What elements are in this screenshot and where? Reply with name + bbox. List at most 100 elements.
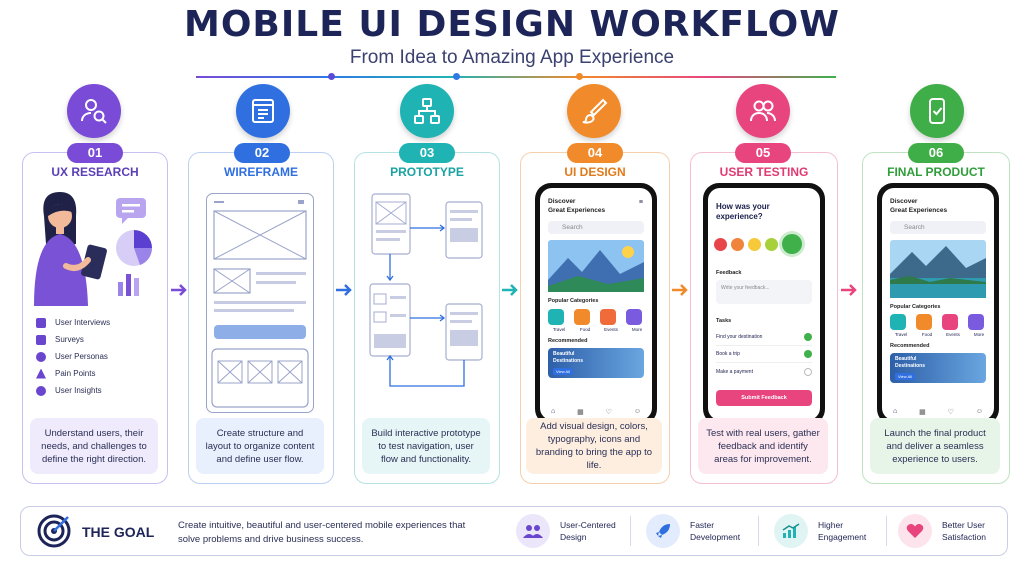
separator	[758, 516, 759, 546]
flowchart-icon	[400, 84, 454, 138]
arrow-right-icon	[841, 284, 857, 296]
food-icon[interactable]	[916, 314, 932, 330]
list-item: Pain Points	[36, 365, 110, 382]
lightbulb-icon	[36, 385, 46, 396]
search-input[interactable]: Search	[548, 221, 644, 234]
step-description: Build interactive prototype to test navi…	[362, 418, 490, 474]
grid-icon[interactable]: ▦	[919, 409, 926, 416]
arrow-right-icon	[336, 284, 352, 296]
sad-face-icon[interactable]	[731, 237, 744, 251]
separator	[886, 516, 887, 546]
final-product-phone: Discover Great Experiences Search Popula…	[877, 183, 999, 425]
wireframe-sketch	[211, 200, 309, 408]
ux-research-list: User Interviews Surveys User Personas Pa…	[36, 314, 110, 399]
unchecked-icon[interactable]	[804, 367, 812, 376]
divider-dot	[453, 73, 460, 80]
step-description: Understand users, their needs, and chall…	[30, 418, 158, 474]
arrow-right-icon	[672, 284, 688, 296]
happy-face-icon[interactable]	[782, 234, 802, 254]
category-labels: Travel Food Events More	[894, 332, 985, 337]
heart-icon[interactable]: ♡	[947, 409, 954, 416]
question-text: How was your	[716, 202, 770, 211]
arrow-right-icon	[502, 284, 518, 296]
tasks-list: Find your destination Book a trip Make a…	[716, 329, 812, 380]
smile-face-icon[interactable]	[765, 237, 778, 251]
menu-icon[interactable]: ≡	[638, 199, 643, 206]
lake-image	[890, 240, 986, 298]
task-row: Find your destination	[716, 329, 812, 346]
list-item: User Insights	[36, 382, 110, 399]
very-sad-face-icon[interactable]	[714, 237, 727, 251]
home-icon[interactable]: ⌂	[550, 408, 556, 415]
submit-feedback-button[interactable]: Submit Feedback	[716, 390, 812, 406]
arrow-right-icon	[171, 284, 187, 296]
checkbox-icon	[36, 334, 46, 345]
travel-icon[interactable]	[890, 314, 906, 330]
question-text: experience?	[716, 212, 763, 221]
group-icon	[516, 514, 550, 548]
step-title: UI DESIGN	[564, 165, 626, 179]
ui-design-phone: Discover Great Experiences ≡ Search Popu…	[535, 183, 657, 425]
step-title: UX RESEARCH	[51, 165, 139, 179]
search-input[interactable]: Search	[890, 221, 986, 234]
check-icon[interactable]	[804, 333, 812, 341]
heart-icon	[898, 514, 932, 548]
landscape-image	[548, 240, 644, 292]
task-row: Book a trip	[716, 346, 812, 363]
recommended-banner[interactable]: Beautiful Destinations View All	[548, 348, 644, 378]
growth-chart-icon	[774, 514, 808, 548]
check-icon[interactable]	[804, 350, 812, 358]
recommended-banner[interactable]: Beautiful Destinations View All	[890, 353, 986, 383]
home-icon[interactable]: ⌂	[892, 408, 898, 415]
step-title: FINAL PRODUCT	[887, 165, 985, 179]
section-label: Feedback	[716, 270, 742, 276]
screen-heading: Discover	[548, 198, 576, 205]
step-number-badge: 06	[908, 143, 964, 163]
category-row	[890, 314, 984, 330]
target-icon	[37, 514, 71, 548]
paintbrush-icon	[567, 84, 621, 138]
layout-icon	[236, 84, 290, 138]
view-all-button[interactable]: View All	[895, 373, 915, 380]
header-divider	[196, 73, 836, 80]
more-icon[interactable]	[968, 314, 984, 330]
step-title: WIREFRAME	[224, 165, 298, 179]
rating-row	[714, 234, 802, 254]
list-item: User Personas	[36, 348, 110, 365]
events-icon[interactable]	[600, 309, 616, 325]
researcher-illustration	[34, 192, 153, 306]
screen-heading: Discover	[890, 198, 918, 205]
phone-screen: Discover Great Experiences Search Popula…	[882, 188, 994, 420]
food-icon[interactable]	[574, 309, 590, 325]
travel-icon[interactable]	[548, 309, 564, 325]
task-row: Make a payment	[716, 363, 812, 380]
rocket-icon	[646, 514, 680, 548]
feedback-input[interactable]: Write your feedback...	[716, 280, 812, 304]
step-number-badge: 04	[567, 143, 623, 163]
view-all-button[interactable]: View All	[553, 368, 573, 375]
separator	[630, 516, 631, 546]
category-labels: Travel Food Events More	[552, 327, 643, 332]
step-description: Add visual design, colors, typography, i…	[526, 418, 662, 474]
list-item: User Interviews	[36, 314, 110, 331]
section-label: Popular Categories	[890, 304, 941, 310]
list-item: Surveys	[36, 331, 110, 348]
users-icon	[736, 84, 790, 138]
more-icon[interactable]	[626, 309, 642, 325]
page-subtitle: From Idea to Amazing App Experience	[349, 47, 675, 68]
page-title: MOBILE UI DESIGN WORKFLOW	[184, 4, 840, 45]
chat-icon	[36, 317, 46, 328]
profile-icon[interactable]: ☺	[975, 408, 984, 415]
grid-icon[interactable]: ▦	[577, 409, 584, 416]
bottom-nav: ⌂ ▦ ♡ ☺	[882, 408, 994, 416]
profile-icon[interactable]: ☺	[633, 408, 642, 415]
neutral-face-icon[interactable]	[748, 237, 761, 251]
heart-icon[interactable]: ♡	[605, 409, 612, 416]
phone-screen: Discover Great Experiences ≡ Search Popu…	[540, 188, 652, 420]
events-icon[interactable]	[942, 314, 958, 330]
section-label: Popular Categories	[548, 298, 599, 304]
step-title: PROTOTYPE	[390, 165, 464, 179]
divider-dot	[328, 73, 335, 80]
